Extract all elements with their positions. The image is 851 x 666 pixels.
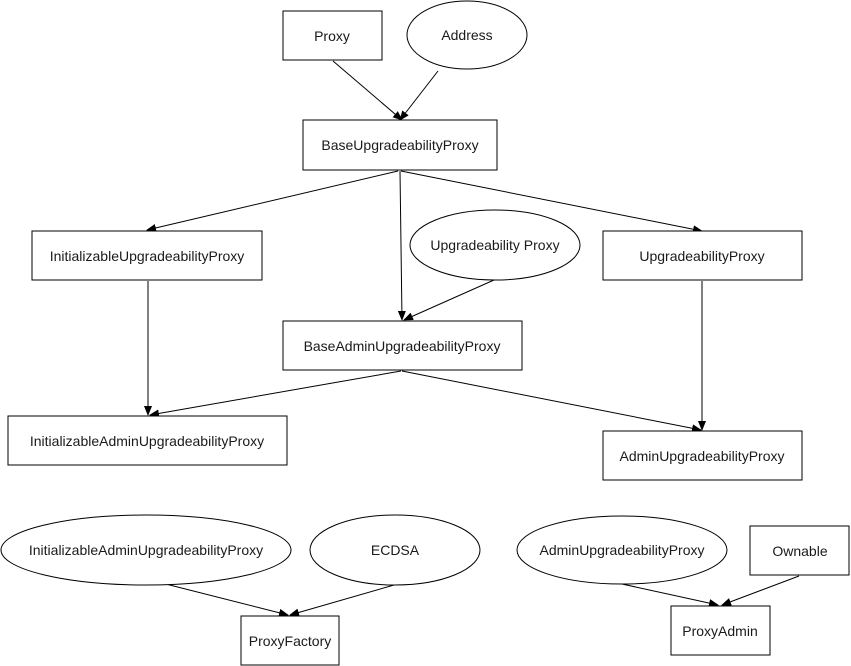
- edge-base-admin-to-initializable-admin: [149, 370, 402, 418]
- edge-proxy-to-base-upgradeability: [332, 60, 403, 121]
- node-ecdsa: ECDSA: [309, 514, 481, 586]
- edge-upgradeability-ellipse-to-base-admin: [403, 279, 495, 321]
- node-admin-upgradeability-proxy-ellipse-label: AdminUpgradeabilityProxy: [540, 542, 705, 558]
- edge-ownable-to-proxy-admin: [721, 575, 800, 606]
- node-upgradeability-proxy-ellipse-label: Upgradeability Proxy: [430, 237, 559, 253]
- node-initializable-admin-upgradeability-proxy: InitializableAdminUpgradeabilityProxy: [7, 415, 288, 466]
- node-initializable-admin-upgradeability-proxy-label: InitializableAdminUpgradeabilityProxy: [30, 433, 264, 449]
- node-admin-upgradeability-proxy-label: AdminUpgradeabilityProxy: [620, 448, 785, 464]
- edge-ecdsa-to-proxy-factory: [289, 584, 395, 617]
- node-upgradeability-proxy: UpgradeabilityProxy: [602, 230, 803, 281]
- node-initializable-admin-upgradeability-proxy-ellipse-label: InitializableAdminUpgradeabilityProxy: [29, 542, 263, 558]
- node-ecdsa-label: ECDSA: [371, 542, 420, 558]
- node-address: Address: [406, 0, 528, 70]
- edge-base-upgradeability-to-initializable: [146, 170, 399, 232]
- node-proxy: Proxy: [282, 10, 383, 61]
- node-upgradeability-proxy-ellipse: Upgradeability Proxy: [409, 209, 581, 281]
- node-initializable-upgradeability-proxy: InitializableUpgradeabilityProxy: [31, 230, 263, 281]
- node-base-upgradeability-proxy-label: BaseUpgradeabilityProxy: [321, 137, 478, 153]
- edge-base-upgradeability-to-upgradeability: [400, 170, 703, 234]
- node-base-upgradeability-proxy: BaseUpgradeabilityProxy: [302, 119, 498, 171]
- node-proxy-admin: ProxyAdmin: [670, 605, 771, 656]
- node-upgradeability-proxy-label: UpgradeabilityProxy: [639, 248, 764, 264]
- node-ownable: Ownable: [749, 525, 850, 576]
- node-proxy-admin-label: ProxyAdmin: [682, 623, 757, 639]
- node-base-admin-upgradeability-proxy: BaseAdminUpgradeabilityProxy: [282, 320, 523, 371]
- node-admin-upgradeability-proxy-ellipse: AdminUpgradeabilityProxy: [516, 515, 728, 585]
- node-ownable-label: Ownable: [772, 543, 827, 559]
- node-proxy-factory: ProxyFactory: [240, 615, 340, 666]
- edge-base-upgradeability-to-base-admin: [397, 170, 406, 321]
- node-proxy-label: Proxy: [314, 28, 350, 44]
- edge-admin-upgradeability-ellipse-to-proxy-admin: [621, 583, 719, 607]
- edge-base-admin-to-admin-upgradeability: [401, 370, 702, 433]
- node-base-admin-upgradeability-proxy-label: BaseAdminUpgradeabilityProxy: [304, 338, 501, 354]
- node-admin-upgradeability-proxy: AdminUpgradeabilityProxy: [602, 430, 803, 481]
- edge-address-to-base-upgradeability: [399, 70, 439, 121]
- node-address-label: Address: [441, 27, 492, 43]
- node-initializable-admin-upgradeability-proxy-ellipse: InitializableAdminUpgradeabilityProxy: [0, 514, 292, 586]
- node-proxy-factory-label: ProxyFactory: [249, 633, 331, 649]
- node-initializable-upgradeability-proxy-label: InitializableUpgradeabilityProxy: [50, 248, 245, 264]
